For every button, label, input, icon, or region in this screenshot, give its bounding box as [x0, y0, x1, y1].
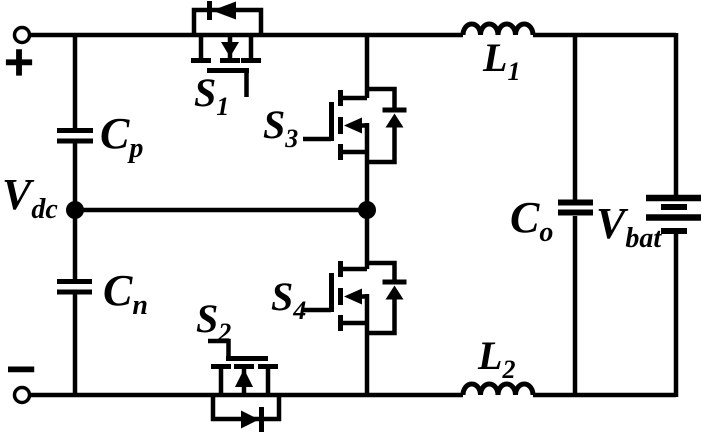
s3-channel-tick-bottom [338, 144, 343, 160]
s2-channel-tick-middle [234, 364, 254, 369]
cp-label: Cp [100, 109, 143, 164]
co-label: Co [510, 193, 553, 248]
s2-label: S2 [196, 296, 231, 347]
s3-diode-branch-bottom [367, 127, 397, 165]
s2-channel-tick-left [211, 364, 231, 369]
capacitor-co [558, 199, 593, 216]
capacitor-cp [57, 128, 93, 144]
inductor-l2-coil [460, 381, 536, 396]
mosfet-s4 [303, 210, 407, 397]
vdc-label: Vdc [2, 170, 58, 225]
s2-gate-bar [226, 356, 268, 361]
s4-body-arrow-icon [344, 288, 362, 305]
s4-channel-tick-middle [338, 288, 343, 305]
s4-diode-triangle-icon [385, 285, 404, 300]
l1-label: L1 [482, 35, 520, 86]
s3-diode-branch-top [367, 86, 397, 108]
s2-channel-tick-right [258, 364, 278, 369]
s2-body-arrow-icon [235, 369, 253, 387]
s2-gate-lead [208, 338, 231, 358]
mosfet-s1 [191, 1, 264, 97]
plus-sign: + [2, 39, 36, 85]
s4-diode-branch-top [367, 260, 397, 280]
s1-channel-tick-left [191, 58, 211, 63]
s3-label: S3 [263, 102, 298, 153]
s4-diode-branch-bottom [367, 299, 397, 336]
s1-body-arrow-icon [221, 42, 239, 57]
battery-vbat [646, 194, 701, 234]
minus-sign: − [4, 346, 38, 392]
positive-terminal-circle [12, 25, 32, 45]
s3-channel-tick-top [338, 90, 343, 106]
s1-channel-tick-right [241, 58, 261, 63]
s1-diode-triangle-icon [212, 1, 236, 20]
capacitor-cn [57, 279, 92, 295]
junction-dot-left [66, 201, 84, 219]
mosfet-s3 [303, 35, 407, 210]
l2-label: L2 [477, 333, 515, 384]
s1-diode-cathode-bar [207, 1, 212, 20]
cn-label: Cn [103, 266, 148, 321]
s1-label: S1 [194, 70, 229, 121]
s1-channel-tick-middle [220, 58, 240, 63]
s4-channel-tick-top [338, 261, 343, 277]
vbat-label: Vbat [596, 199, 662, 254]
s1-gate-bar [207, 68, 249, 73]
s4-gate-bar [329, 273, 334, 312]
s4-label: S4 [271, 274, 306, 325]
inductor-l1-coil [460, 21, 536, 36]
s3-gate-bar [329, 102, 334, 141]
s4-channel-tick-bottom [338, 315, 343, 331]
s3-diode-triangle-icon [385, 113, 404, 128]
s3-channel-tick-middle [338, 117, 343, 134]
negative-terminal-circle [12, 385, 32, 405]
s2-diode-triangle-icon [241, 410, 259, 429]
s2-diode-cathode-bar [259, 407, 264, 432]
mosfet-s2 [208, 338, 282, 432]
s3-body-arrow-icon [344, 117, 362, 134]
